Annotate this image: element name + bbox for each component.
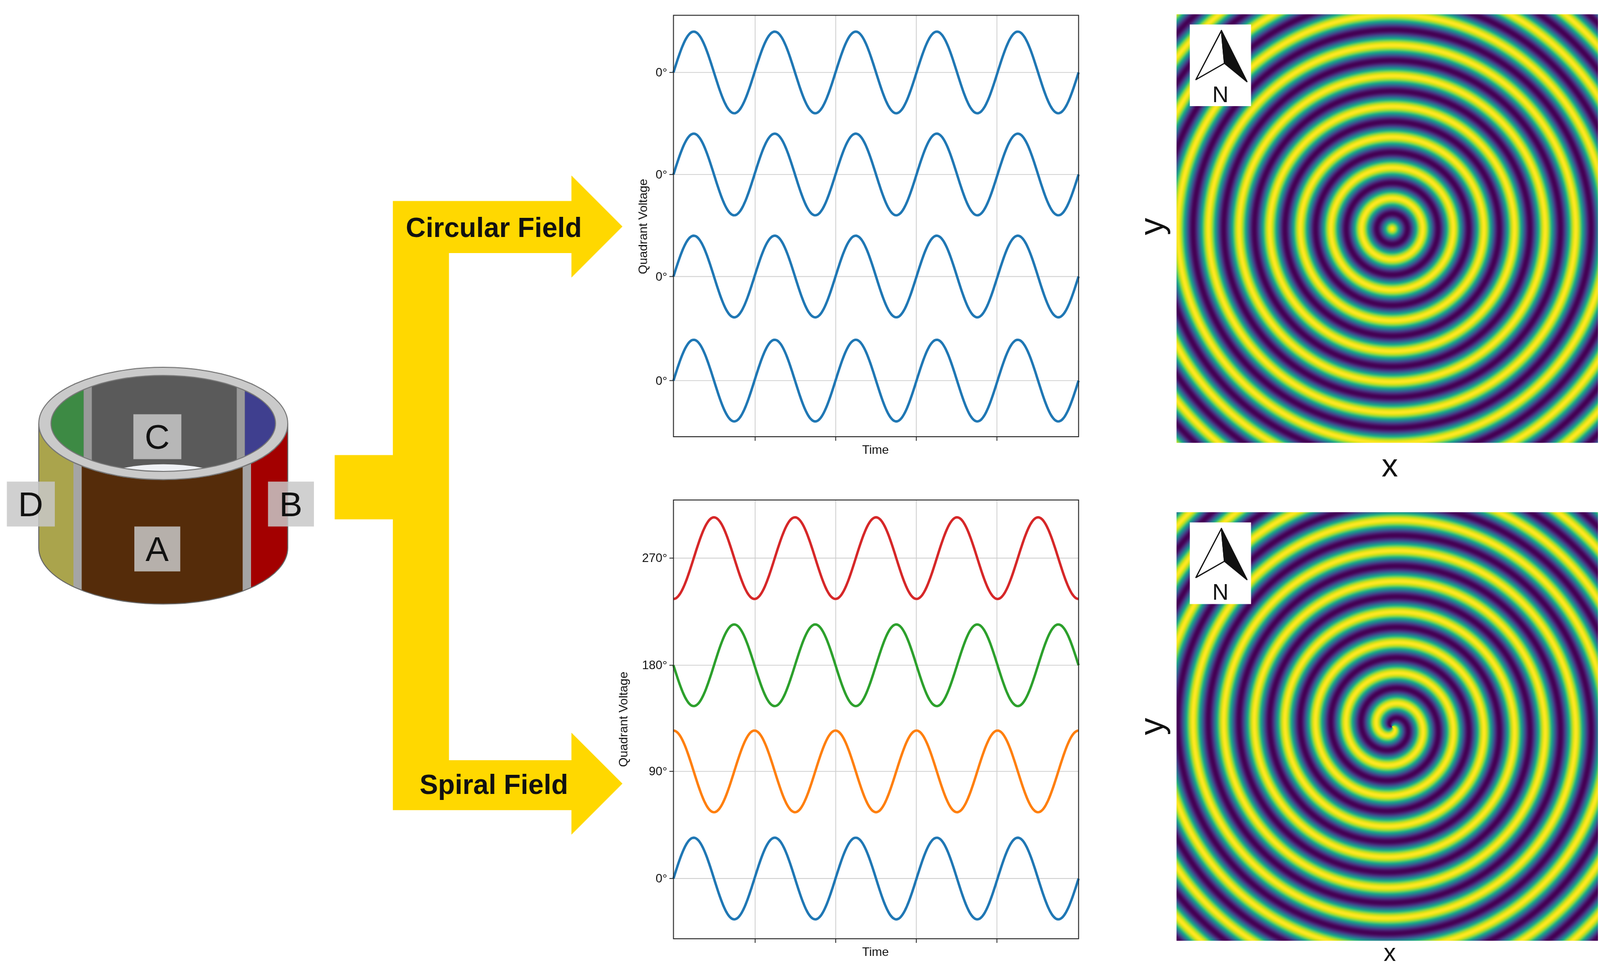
- north-arrow-icon: [1189, 522, 1252, 604]
- tick-label: 0°: [655, 168, 668, 181]
- electrode-cylinder: [30, 357, 296, 623]
- voltage-chart: [669, 15, 1079, 441]
- axis-label: x: [1381, 448, 1398, 482]
- quadrant-label: B: [268, 481, 314, 527]
- quadrant-label: A: [134, 526, 181, 572]
- tick-label: 0°: [655, 374, 668, 387]
- field-type-label: Circular Field: [406, 213, 583, 242]
- tick-label: 0°: [655, 872, 668, 885]
- voltage-chart: [669, 500, 1079, 943]
- axis-label: Time: [861, 945, 889, 958]
- axis-label: Quadrant Voltage: [636, 179, 650, 275]
- north-label: N: [1212, 83, 1229, 107]
- north-label: N: [1212, 581, 1229, 605]
- axis-label: x: [1383, 940, 1396, 966]
- tick-label: 180°: [642, 659, 668, 672]
- tick-label: 0°: [655, 270, 668, 283]
- axis-label: Quadrant Voltage: [617, 671, 630, 767]
- branch-arrow-label-box: Circular Field: [381, 204, 606, 252]
- tick-label: 90°: [649, 765, 668, 778]
- field-type-label: Spiral Field: [419, 770, 569, 799]
- branch-arrow: [334, 175, 623, 835]
- axis-label: Time: [861, 443, 889, 456]
- tick-label: 270°: [642, 551, 668, 565]
- tick-label: 0°: [655, 66, 668, 79]
- branch-arrow-label-box: Spiral Field: [381, 761, 606, 809]
- axis-label: y: [1133, 717, 1169, 736]
- north-arrow-icon: [1189, 24, 1252, 107]
- quadrant-label: C: [133, 414, 181, 459]
- quadrant-label: D: [7, 481, 55, 527]
- axis-label: y: [1133, 217, 1169, 235]
